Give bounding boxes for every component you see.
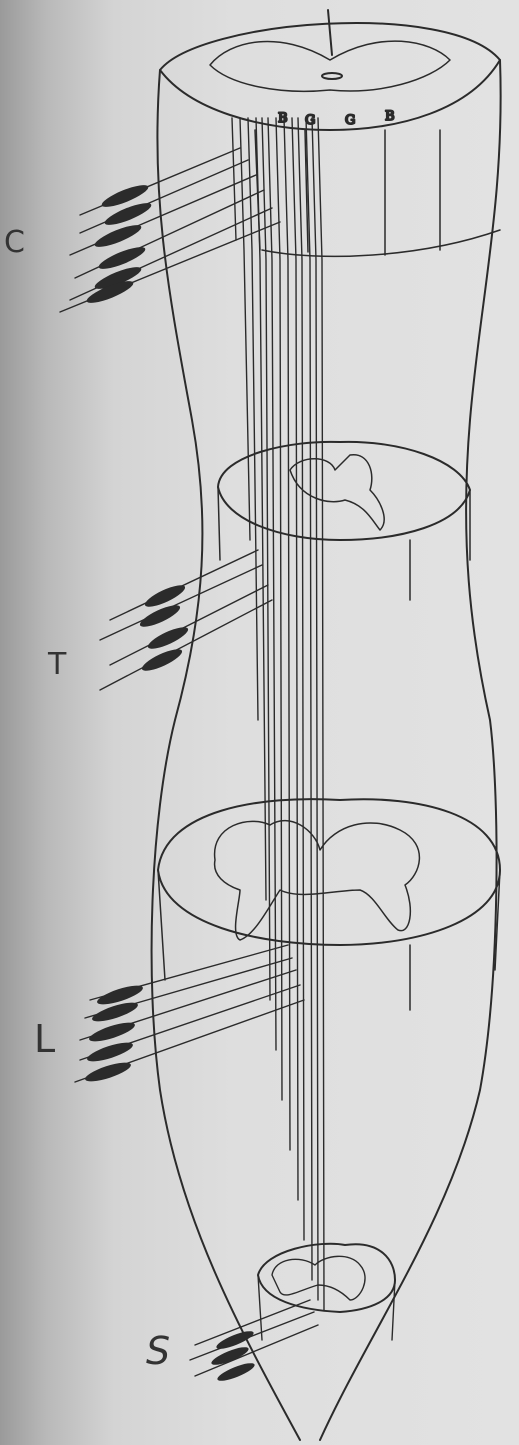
segment-label-cervical: C [4, 228, 25, 258]
lumbar-cross-section [158, 799, 500, 1010]
segment-label-lumbar: L [34, 1024, 55, 1054]
column-label-g-right: G [345, 113, 355, 128]
thoracic-ganglia [138, 581, 191, 674]
fiber-bundle [232, 118, 324, 1310]
segment-label-sacral: S [146, 1336, 170, 1366]
lumbar-ganglia [83, 982, 144, 1085]
cord-outline-right [320, 60, 501, 1440]
cervical-cross-section: B G G B [160, 10, 500, 256]
cord-outline [152, 70, 300, 1440]
column-label-b-left: B [278, 111, 288, 126]
column-label-b-right: B [385, 109, 395, 124]
segment-label-thoracic: T [48, 650, 66, 680]
thoracic-roots [100, 550, 272, 690]
